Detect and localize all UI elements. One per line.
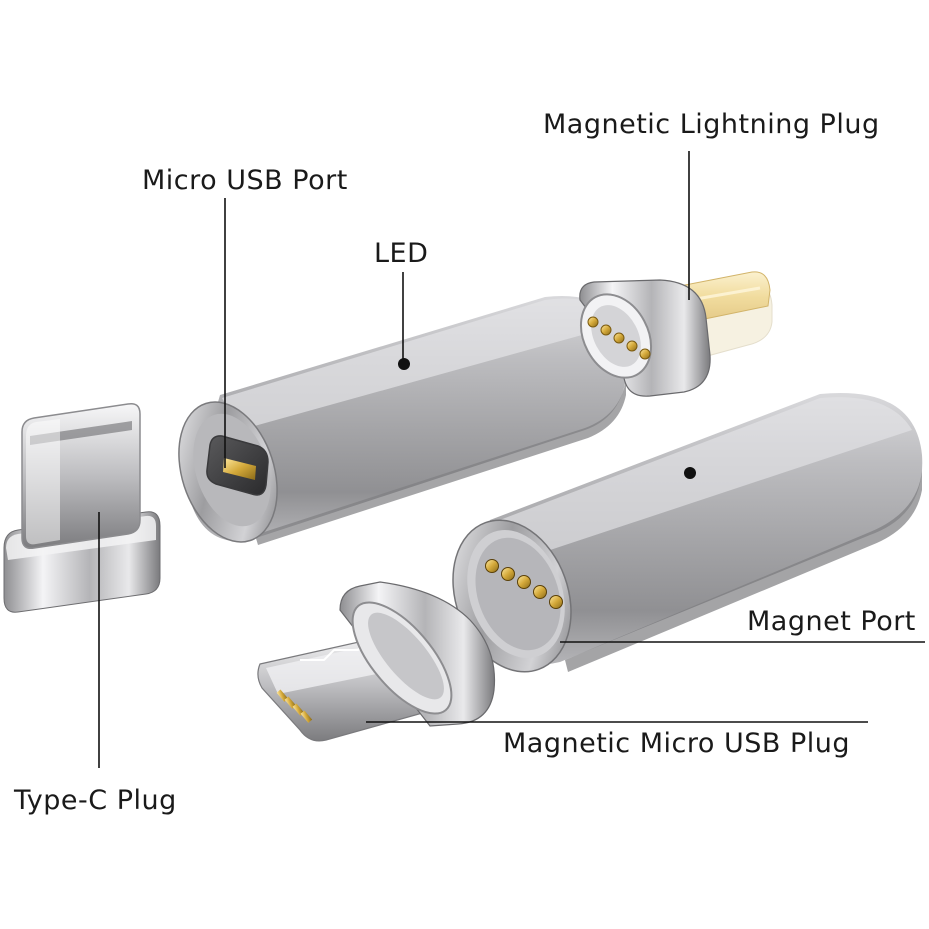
magnetic-lightning-plug [579,271,773,397]
label-type-c-plug: Type-C Plug [14,785,177,816]
label-magnet-port: Magnet Port [747,606,916,637]
label-magnetic-lightning-plug: Magnetic Lightning Plug [543,109,880,140]
led-indicator [398,358,410,370]
type-c-plug [3,402,161,613]
magnetic-micro-usb-plug [257,581,496,742]
magnet-port-pins [485,559,563,609]
led-indicator-2 [684,467,696,479]
label-micro-usb-port: Micro USB Port [142,165,348,196]
label-magnetic-micro-usb-plug: Magnetic Micro USB Plug [503,728,851,759]
label-led: LED [374,238,429,269]
callout-lines [98,151,925,768]
micro-usb-port-adapter [178,296,628,545]
micro-plug-pins [276,689,313,723]
lightning-pogo-pins [587,316,651,360]
magnet-port-adapter [452,392,923,673]
